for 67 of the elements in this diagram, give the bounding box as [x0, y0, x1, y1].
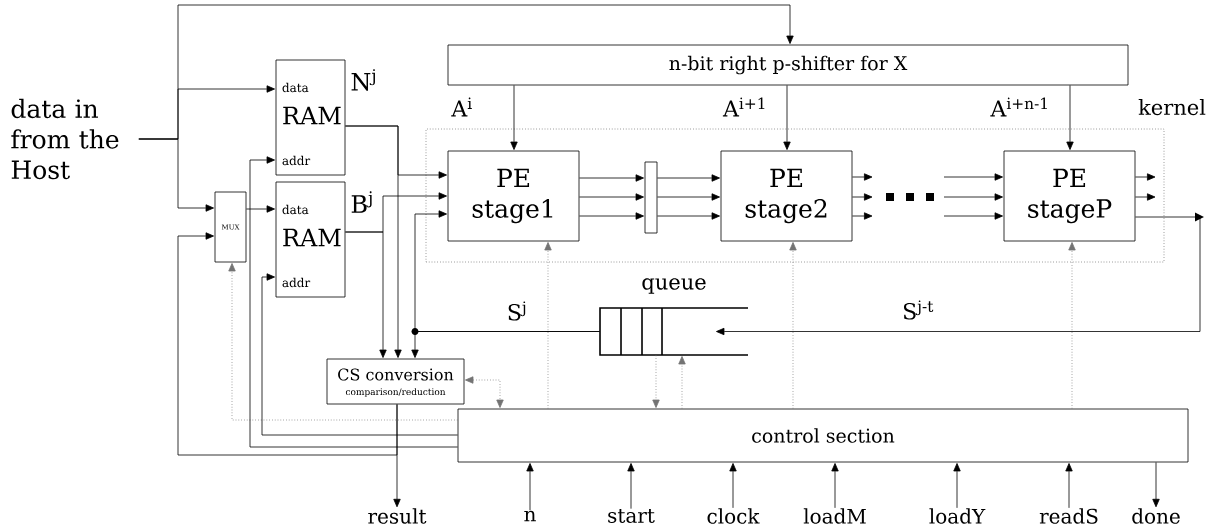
arrow	[943, 173, 1003, 181]
arrow	[345, 231, 387, 358]
bus-label: N$^{j}$	[351, 69, 375, 91]
signal-label: readS	[1039, 508, 1098, 524]
dotted-arrow	[678, 356, 686, 409]
shifter-box: n-bit right p-shifter for X	[447, 44, 1129, 86]
arrow	[783, 85, 791, 150]
pe-box: PE stage1	[447, 150, 580, 242]
dotted-arrow	[228, 263, 458, 421]
arrow	[953, 463, 961, 509]
signal-label: done	[1132, 508, 1180, 524]
arrow	[852, 193, 873, 201]
pe-box: PE stage2	[720, 150, 853, 242]
edge-label: S$^{j}$	[505, 300, 529, 322]
arrow	[345, 125, 402, 358]
arrow	[716, 216, 1201, 336]
arrow	[510, 85, 518, 150]
arrow	[393, 404, 401, 508]
arrow	[579, 212, 644, 220]
dotted-arrow	[465, 376, 504, 408]
arrow	[852, 212, 873, 220]
arrow	[579, 174, 644, 182]
arrow	[852, 173, 873, 181]
edge-label: A$^{i+n-1}$	[989, 96, 1051, 118]
queue-label: queue	[642, 278, 706, 294]
arrow	[943, 212, 1003, 220]
dotted-arrow	[544, 242, 552, 409]
arrow	[526, 463, 534, 511]
conversion-box: CS conversion comparison/reduction	[326, 358, 465, 405]
signal-label: start	[608, 509, 655, 523]
arrow	[1152, 462, 1160, 508]
arrow	[579, 193, 644, 201]
arrow	[138, 4, 794, 140]
arrow	[943, 193, 1003, 201]
signal-label: n	[524, 510, 536, 522]
dotted-arrow	[652, 355, 660, 408]
arrow	[657, 174, 720, 182]
dotted-arrow	[1068, 242, 1076, 409]
arrow	[1135, 193, 1156, 201]
input-label: data in from the Host	[11, 98, 119, 180]
arrow	[246, 205, 275, 213]
dotted-arrow	[789, 242, 797, 409]
control-box: control section	[457, 408, 1189, 463]
arrow	[657, 212, 720, 220]
pipeline-register	[644, 161, 658, 234]
signal-label: clock	[707, 508, 760, 524]
arrow	[1066, 85, 1074, 150]
arrow	[627, 463, 635, 510]
arrow	[1065, 463, 1073, 509]
arrow	[177, 232, 398, 456]
arrow	[657, 193, 720, 201]
edge-label: A$^{i}$	[450, 96, 474, 118]
ram-box: data RAM addr	[275, 181, 346, 298]
edge-label: A$^{i+1}$	[722, 96, 768, 118]
signal-label: result	[368, 508, 427, 524]
arrow	[831, 463, 839, 509]
arrow	[261, 273, 458, 436]
arrow	[411, 331, 600, 358]
arrow	[249, 156, 458, 448]
arrow	[729, 463, 737, 509]
bus-label: B$^{j}$	[351, 191, 372, 213]
edge-label: S$^{j-t}$	[901, 299, 935, 321]
pe-box: PE stageP	[1003, 150, 1136, 242]
signal-label: loadY	[929, 508, 986, 524]
signal-label: loadM	[803, 508, 866, 524]
kernel-label: kernel	[1138, 98, 1206, 116]
arrow	[1135, 173, 1156, 181]
